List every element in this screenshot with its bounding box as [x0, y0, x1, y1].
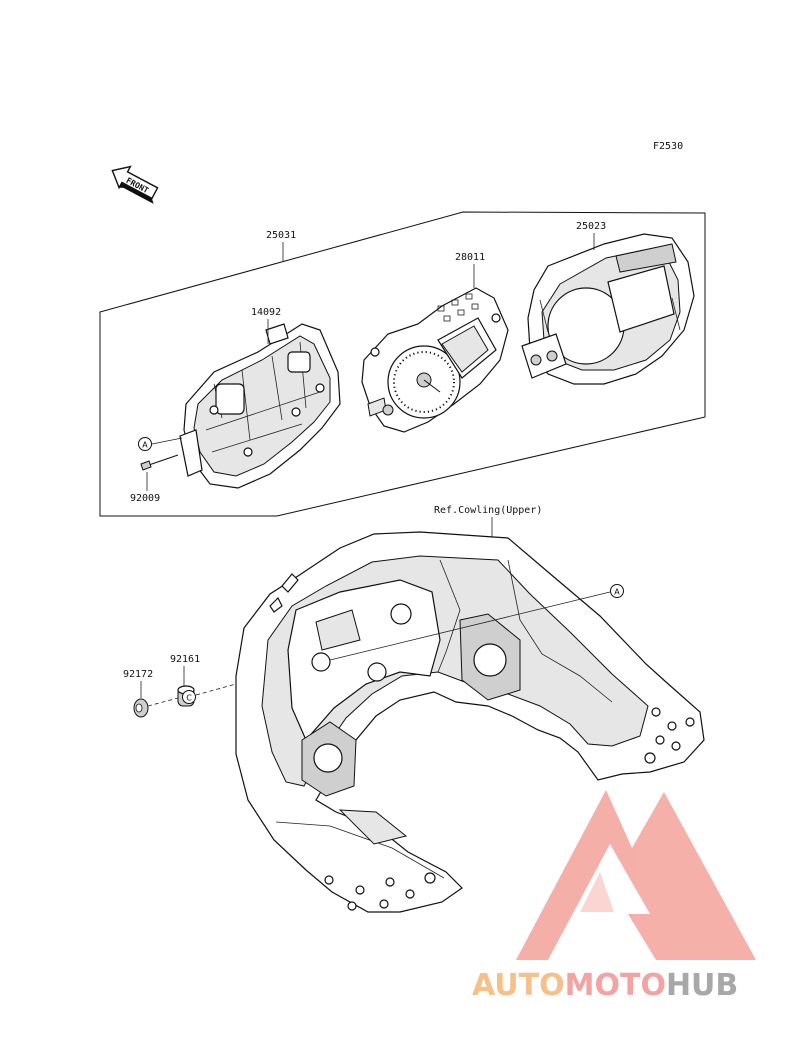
meter-cover-upper [521, 233, 695, 385]
watermark-segment-moto: MOTO [565, 968, 666, 1003]
screw-92009 [140, 454, 179, 471]
part-number-92009: 92009 [130, 493, 160, 504]
watermark-segment-auto: AUTO [472, 968, 565, 1003]
assembly-boundary [99, 211, 706, 517]
part-number-92172: 92172 [123, 669, 153, 680]
meter-board [361, 287, 509, 433]
part-number-25031: 25031 [266, 230, 296, 241]
meter-case-lower [179, 323, 341, 489]
cowling-upper [235, 531, 705, 913]
callout-a-right-label: A [614, 588, 620, 597]
reference-cowling-upper: Ref.Cowling(Upper) [434, 505, 542, 516]
front-arrow-icon: FRONT [111, 165, 159, 204]
watermark-logo-icon [516, 790, 756, 960]
callout-a-left: A [138, 437, 183, 451]
callout-c-label: C [186, 694, 192, 703]
callout-a-left-label: A [142, 441, 148, 450]
watermark-triangle [516, 790, 756, 960]
callout-a-right: A [329, 584, 624, 661]
watermark-segment-hub: HUB [666, 968, 738, 1003]
figure-code: F2530 [653, 141, 683, 152]
watermark-text-line: AUTOMOTOHUB [472, 968, 738, 1003]
watermark-text: AUTOMOTOHUB [472, 968, 738, 1003]
part-number-14092: 14092 [251, 307, 281, 318]
part-number-92161: 92161 [170, 654, 200, 665]
callout-c: C [182, 683, 237, 704]
collar-92172 [133, 697, 179, 718]
part-number-28011: 28011 [455, 252, 485, 263]
part-number-25023: 25023 [576, 221, 606, 232]
